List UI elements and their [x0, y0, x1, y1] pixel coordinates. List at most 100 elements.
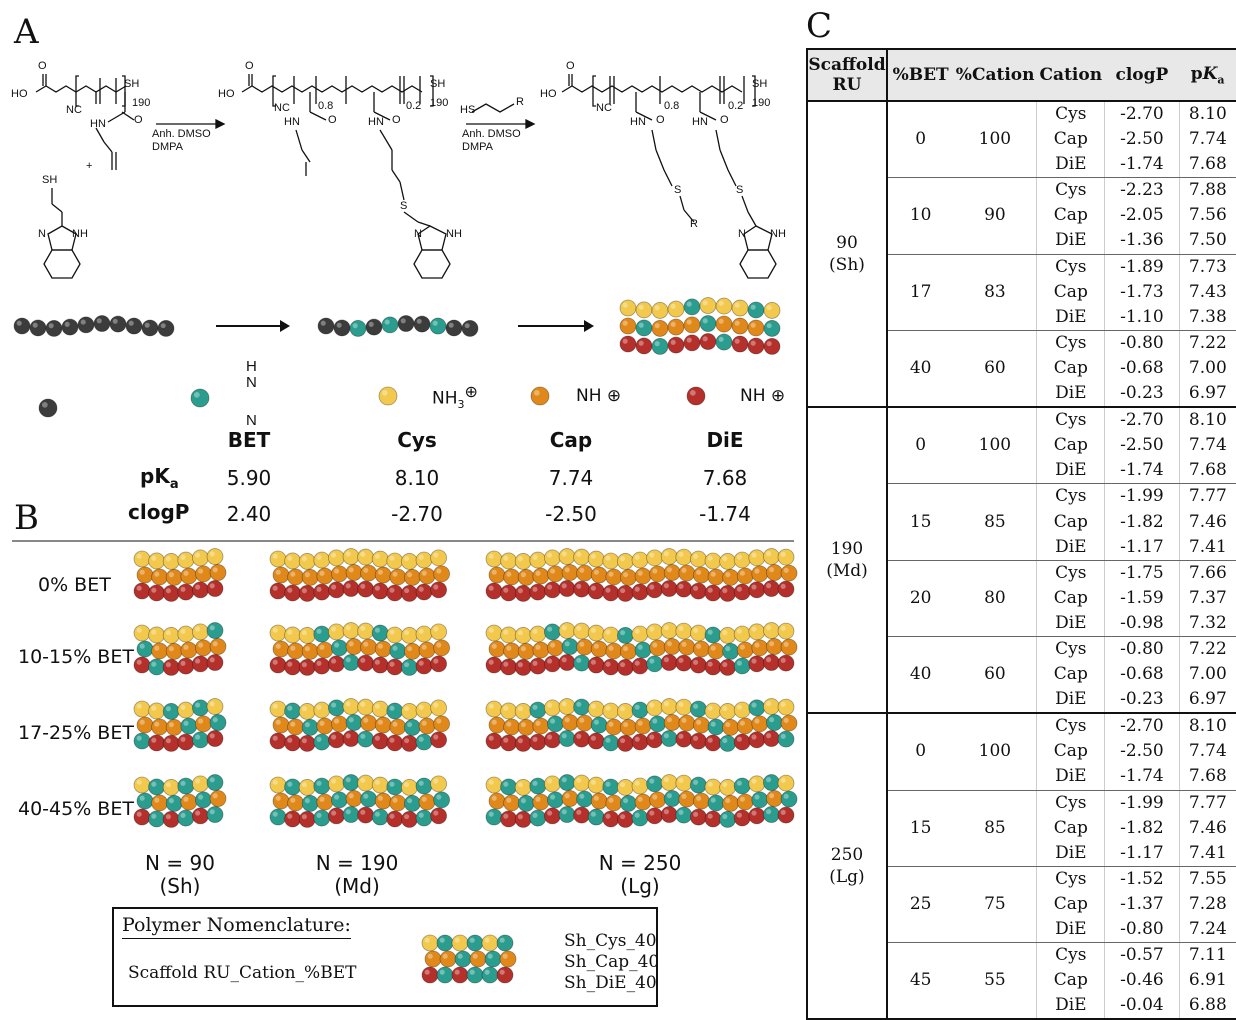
clogp-cell: -1.17	[1104, 534, 1180, 561]
bead-highlight	[736, 554, 742, 560]
clogp-cell: -2.05	[1104, 203, 1180, 229]
bead-highlight	[491, 795, 497, 801]
bead-highlight	[432, 320, 438, 326]
bead-highlight	[547, 626, 553, 632]
bead-highlight	[195, 552, 201, 558]
bead-highlight	[195, 702, 201, 708]
bead	[731, 299, 749, 317]
bead	[733, 583, 751, 601]
bead-highlight	[605, 555, 611, 561]
bead	[617, 735, 634, 752]
bead-highlight	[766, 809, 772, 815]
bead	[298, 703, 316, 720]
bead	[148, 810, 166, 828]
bet-h-label: H	[246, 358, 257, 375]
bead-highlight	[564, 567, 570, 573]
bead	[651, 302, 669, 319]
bead-highlight	[454, 937, 460, 943]
legend-bead-die	[686, 386, 706, 406]
bead-highlight	[418, 736, 424, 742]
bead-highlight	[739, 570, 745, 576]
bead	[602, 810, 620, 828]
bead	[500, 626, 518, 644]
bead	[587, 582, 605, 600]
bead-highlight	[287, 705, 293, 711]
bead	[374, 716, 392, 734]
bead	[133, 808, 151, 826]
bead-highlight	[590, 585, 596, 591]
bead-highlight	[374, 585, 380, 591]
bead-highlight	[212, 567, 218, 573]
bead	[547, 639, 564, 657]
bet-percent-cell: 25	[886, 866, 954, 944]
bead-highlight	[345, 657, 351, 663]
pka-cell: 7.56	[1178, 203, 1236, 229]
bead	[500, 734, 518, 752]
f08-label-2: 0.8	[664, 100, 680, 112]
bead	[330, 639, 348, 657]
bead-highlight	[634, 628, 640, 634]
bead-highlight	[637, 720, 643, 726]
bead	[191, 655, 209, 673]
bead-highlight	[392, 721, 398, 727]
bead-highlight	[722, 706, 728, 712]
bead	[619, 317, 637, 335]
o-label-5: O	[392, 114, 401, 126]
bead	[736, 717, 754, 735]
bead-highlight	[180, 812, 186, 818]
bead-highlight	[754, 568, 760, 574]
bead	[733, 733, 751, 751]
bead	[316, 793, 334, 811]
bead	[496, 934, 514, 952]
bead-highlight	[638, 322, 644, 328]
cation-cell: Cap	[1036, 127, 1105, 153]
bead	[748, 731, 766, 749]
bead	[751, 715, 769, 733]
bead-highlight	[622, 338, 628, 344]
reagent-dmpa-2: DMPA	[462, 141, 493, 153]
bead-highlight	[348, 793, 354, 799]
bead-highlight	[433, 658, 439, 664]
bead	[133, 550, 151, 568]
bead-highlight	[681, 717, 687, 723]
bead-highlight	[404, 662, 410, 668]
bead	[488, 716, 506, 734]
cation-percent-cell: 60	[953, 330, 1037, 409]
bead-highlight	[503, 555, 509, 561]
bead-highlight	[389, 661, 395, 667]
bead-highlight	[136, 703, 142, 709]
bead	[29, 319, 47, 337]
bead-highlight	[345, 777, 351, 783]
bead	[313, 625, 331, 643]
pka-cell: 6.88	[1178, 993, 1236, 1020]
bead-highlight	[623, 572, 629, 578]
bead	[194, 791, 212, 809]
bead-highlight	[532, 586, 538, 592]
bead-highlight	[693, 659, 699, 665]
bead	[400, 779, 418, 796]
bead-highlight	[736, 586, 742, 592]
bead	[430, 775, 448, 793]
bead	[284, 702, 302, 720]
bead	[620, 719, 637, 736]
bead	[342, 654, 360, 671]
bead-highlight	[198, 794, 204, 800]
bead-highlight	[290, 645, 296, 651]
bead-highlight	[168, 572, 174, 578]
bead	[386, 810, 404, 828]
legend-bead-cap	[530, 386, 550, 406]
bead-highlight	[506, 797, 512, 803]
bead	[371, 700, 389, 718]
clogp-cell: -1.37	[1104, 891, 1180, 917]
bead	[646, 731, 663, 749]
bead	[704, 778, 722, 796]
bead-highlight	[666, 793, 672, 799]
bead-highlight	[384, 319, 390, 325]
bead	[481, 934, 499, 952]
bead	[386, 702, 404, 720]
panel-a-letter: A	[14, 12, 39, 52]
bead	[287, 718, 305, 736]
bead	[360, 638, 378, 656]
